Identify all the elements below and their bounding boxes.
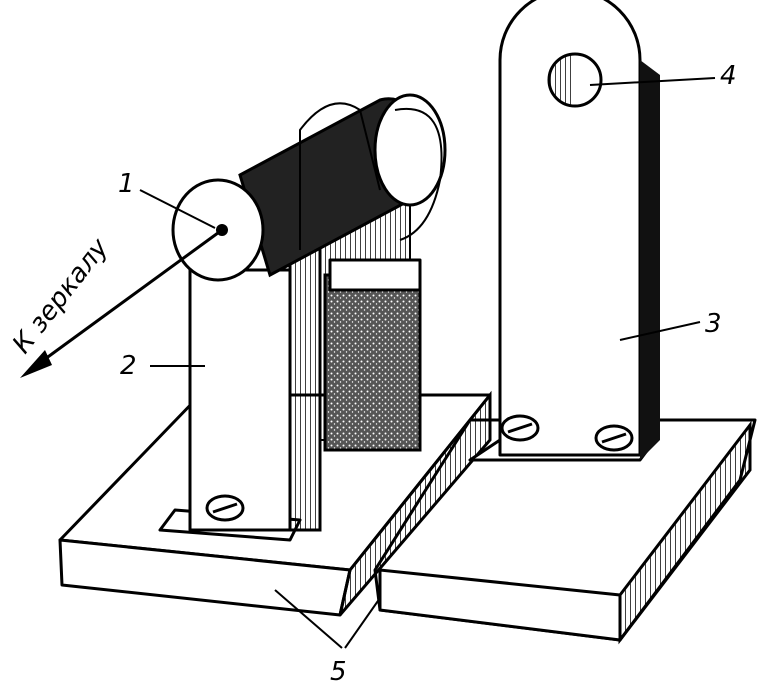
direction-label: К зеркалу <box>7 233 115 360</box>
cylinder <box>171 93 447 282</box>
base-plate-right <box>373 418 757 645</box>
label-1: 1 <box>118 169 135 199</box>
bracket <box>468 0 660 462</box>
aperture-hole <box>547 52 603 108</box>
label-3: 3 <box>705 309 722 339</box>
coil <box>323 258 422 452</box>
label-2: 2 <box>120 351 137 381</box>
mirror-arrow <box>20 228 223 378</box>
label-5: 5 <box>330 657 347 687</box>
label-4: 4 <box>720 61 737 91</box>
